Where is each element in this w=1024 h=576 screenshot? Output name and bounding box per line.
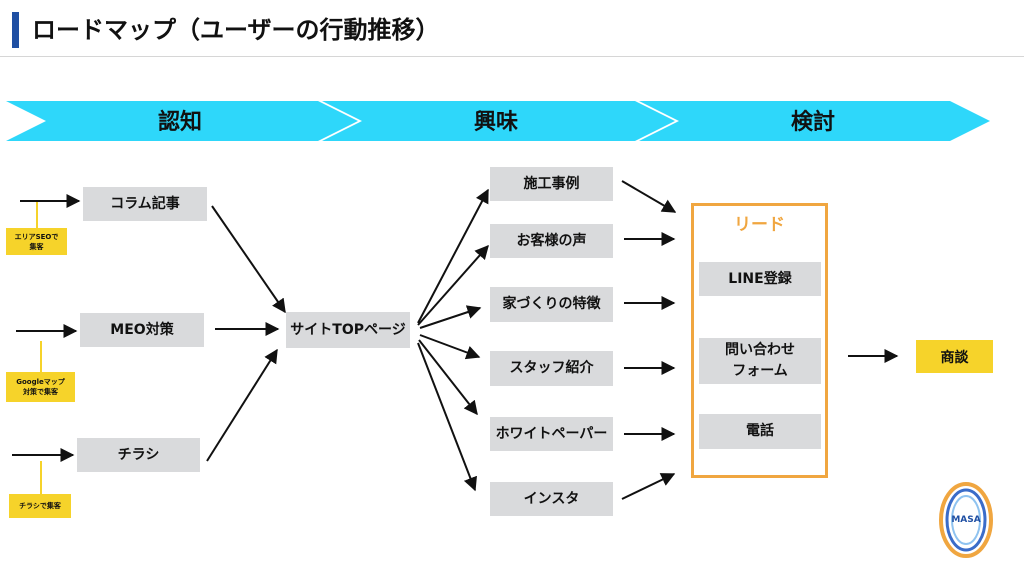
stage-chevron-awareness [6,101,358,141]
page-box-3: 家づくりの特徴 [490,287,613,322]
lead-group-frame [691,203,828,478]
page-box-6: インスタ [490,482,613,516]
title-accent-bar [12,12,19,48]
arrow-page-6-to-lead [621,473,676,500]
lead-item-line: LINE登録 [699,262,821,296]
source-tag-flyer: チラシで集客 [9,494,71,518]
page-box-1: 施工事例 [490,167,613,201]
stage-chevron-interest [322,101,675,141]
page-box-4: スタッフ紹介 [490,351,613,386]
hub-box-site-top: サイトTOPページ [286,312,410,348]
title-divider [0,56,1024,57]
lead-group-title: リード [734,215,785,235]
page-title: ロードマップ（ユーザーの行動推移） [32,16,440,44]
masa-logo-icon [939,482,993,558]
stage-label-consideration: 検討 [790,110,835,135]
source-box-flyer: チラシ [77,438,200,472]
stage-chevron-consideration [639,101,990,141]
lead-item-form: 問い合わせ フォーム [699,338,821,384]
arrow-hub-to-page-4 [419,334,481,360]
arrow-hub-to-page-5 [418,339,478,416]
logo-text: MASA [951,515,981,525]
arrow-hub-to-page-1 [417,188,489,324]
source-tag-area-seo: エリアSEOで 集客 [6,228,67,255]
stage-label-awareness: 認知 [157,110,202,135]
lead-item-phone: 電話 [699,414,821,449]
arrow-hub-to-page-2 [417,244,489,326]
arrow-hub-to-page-3 [419,305,482,329]
arrow-page-1-to-lead [621,180,677,213]
source-box-column: コラム記事 [83,187,207,221]
page-box-2: お客様の声 [490,224,613,258]
goal-box-negotiation: 商談 [916,340,993,373]
stage-label-interest: 興味 [473,110,518,135]
arrow-column-to-hub [211,205,286,314]
arrow-flyer-to-hub [206,348,278,462]
source-box-meo: MEO対策 [80,313,204,347]
page-box-5: ホワイトペーパー [490,417,613,451]
arrow-hub-to-page-6 [417,342,477,492]
source-tag-google-map: Googleマップ 対策で集客 [6,372,75,402]
